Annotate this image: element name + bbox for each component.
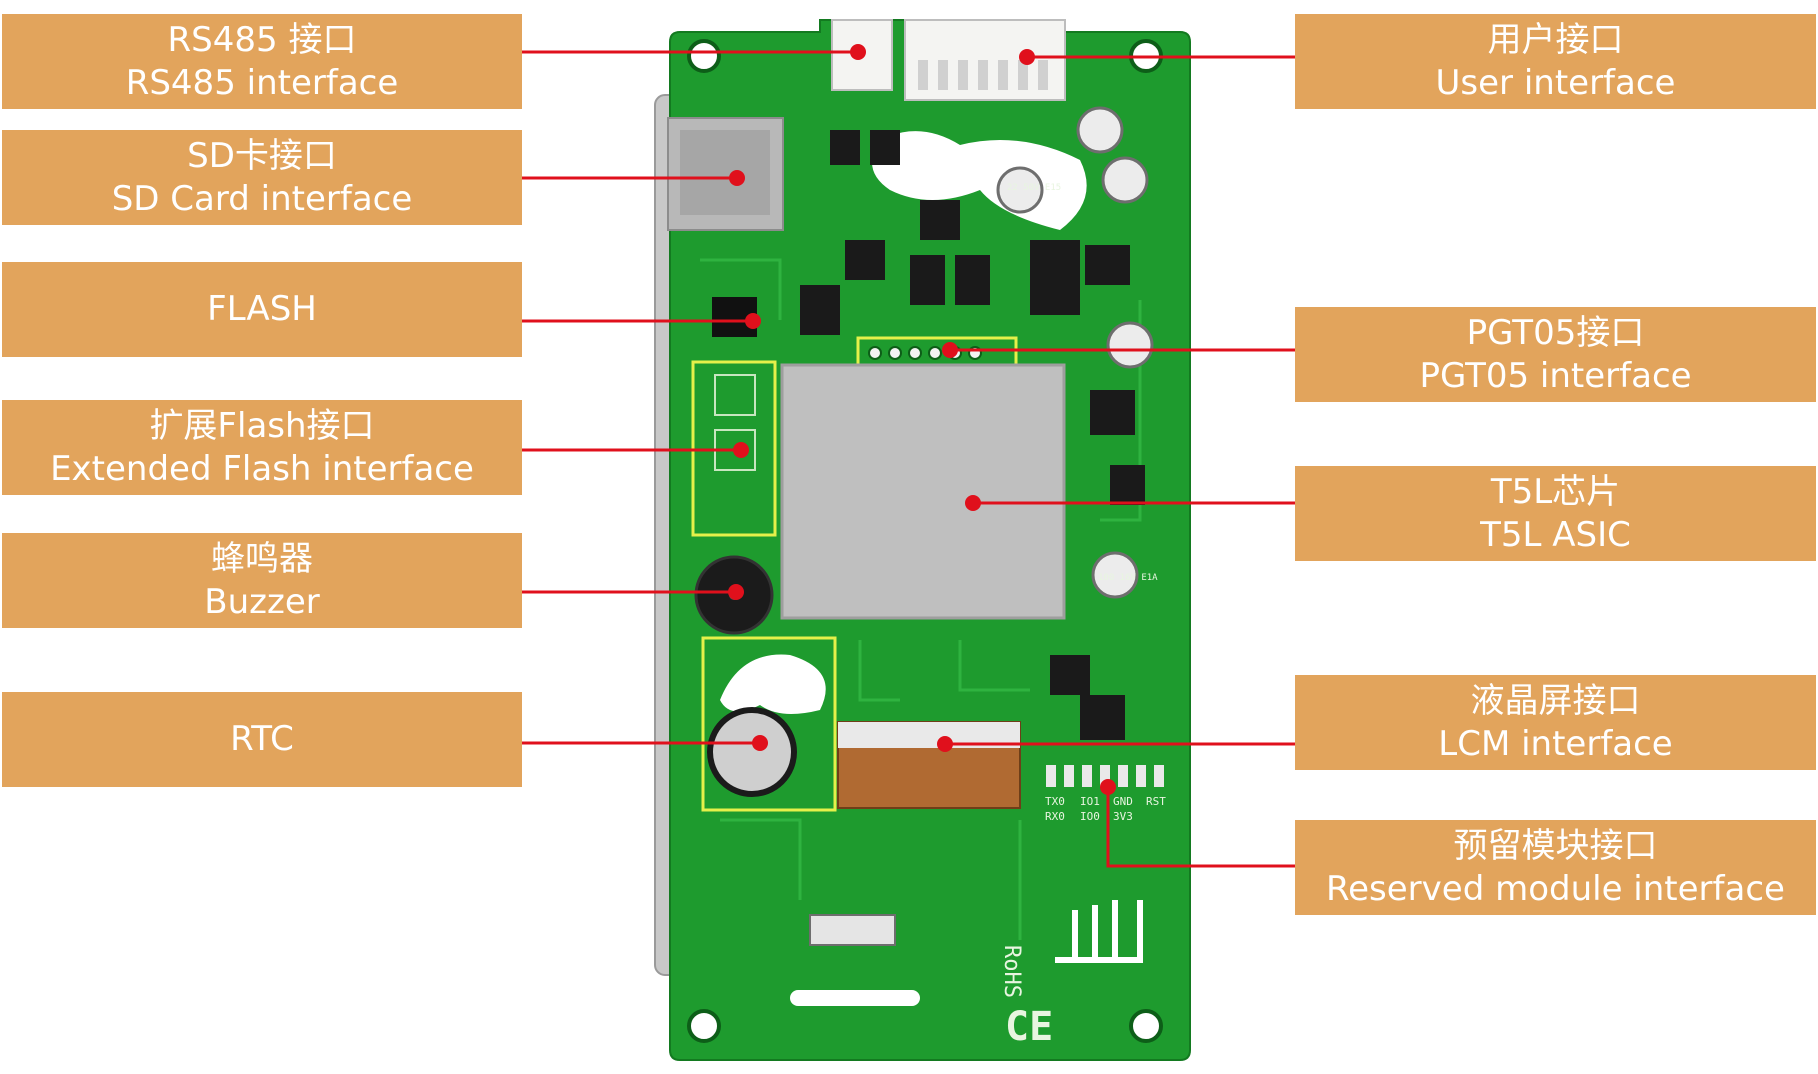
label-user-interface: 用户接口 User interface (1295, 14, 1816, 109)
label-t5l-en: T5L ASIC (1480, 514, 1631, 555)
label-buzzer: 蜂鸣器 Buzzer (2, 533, 522, 628)
label-buzzer-cn: 蜂鸣器 (211, 538, 313, 579)
t5l-chip-shield (780, 363, 1066, 620)
leader-lines (522, 50, 1295, 868)
mounting-holes (687, 39, 1163, 1043)
manufacturer-logo (1055, 900, 1143, 963)
pin-label: IO1 (1080, 795, 1100, 808)
label-rs485-cn: RS485 接口 (167, 19, 357, 60)
pin-label: TX0 (1045, 795, 1065, 808)
label-buzzer-en: Buzzer (204, 581, 320, 622)
label-lcm-cn: 液晶屏接口 (1470, 680, 1641, 721)
label-t5l-cn: T5L芯片 (1490, 471, 1621, 512)
label-sd-card: SD卡接口 SD Card interface (2, 130, 522, 225)
ic-chips (800, 130, 1145, 740)
label-pgt05-en: PGT05 interface (1419, 355, 1692, 396)
label-reserved-module-cn: 预留模块接口 (1453, 825, 1658, 866)
rohs-mark: RoHS (999, 945, 1024, 998)
label-user-interface-cn: 用户接口 (1487, 19, 1624, 60)
label-sd-card-en: SD Card interface (111, 178, 413, 219)
reserved-pin-labels: TX0 RX0 IO1 IO0 GND 3V3 RST (1045, 795, 1166, 823)
pcb-traces (700, 258, 1142, 940)
label-rs485: RS485 接口 RS485 interface (2, 14, 522, 109)
bottom-ffc-connector (809, 914, 896, 946)
label-flash: FLASH (2, 262, 522, 357)
label-extended-flash-en: Extended Flash interface (50, 448, 474, 489)
label-pgt05-cn: PGT05接口 (1466, 312, 1645, 353)
cap-marking-b: 100 16V E1A (1098, 573, 1158, 583)
label-lcm-en: LCM interface (1438, 723, 1673, 764)
pin-label: GND (1113, 795, 1133, 808)
label-extended-flash-cn: 扩展Flash接口 (149, 405, 375, 446)
label-rtc-en: RTC (230, 719, 294, 759)
pin-label: RX0 (1045, 810, 1065, 823)
label-extended-flash: 扩展Flash接口 Extended Flash interface (2, 400, 522, 495)
cap-marking-a: 22 50V E15 (1007, 183, 1061, 193)
ce-mark: CE (1005, 1004, 1053, 1050)
label-user-interface-en: User interface (1435, 62, 1676, 103)
rtc-area (701, 636, 837, 812)
rtc-coin-battery (707, 707, 797, 797)
label-pgt05: PGT05接口 PGT05 interface (1295, 307, 1816, 402)
leader-dots (728, 44, 1116, 795)
capacitors (996, 106, 1154, 599)
board-slot (790, 990, 920, 1006)
label-lcm: 液晶屏接口 LCM interface (1295, 675, 1816, 770)
label-reserved-module: 预留模块接口 Reserved module interface (1295, 820, 1816, 915)
label-rtc: RTC (2, 692, 522, 787)
label-reserved-module-en: Reserved module interface (1326, 868, 1785, 909)
label-t5l: T5L芯片 T5L ASIC (1295, 466, 1816, 561)
label-flash-en: FLASH (207, 289, 317, 329)
reserved-module-pads (1046, 765, 1164, 787)
label-rs485-en: RS485 interface (125, 62, 399, 103)
pin-label: 3V3 (1113, 810, 1133, 823)
label-sd-card-cn: SD卡接口 (187, 135, 337, 176)
pin-label: IO0 (1080, 810, 1100, 823)
pin-label: RST (1146, 795, 1166, 808)
